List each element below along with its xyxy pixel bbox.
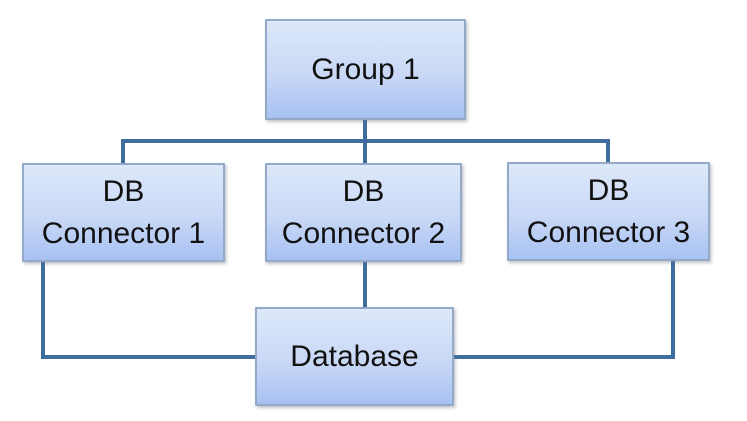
node-database-label: Database — [290, 339, 419, 373]
node-db-connector-2-label-line2: Connector 2 — [281, 216, 446, 250]
connector-line-connector1-database-horizontal — [41, 355, 255, 359]
node-db-connector-3: DB Connector 3 — [507, 162, 710, 261]
connector-line-connector3-database-horizontal — [454, 355, 675, 359]
node-group-1: Group 1 — [265, 19, 466, 120]
connector-line-drop-to-connector3 — [606, 139, 610, 164]
connector-line-connector3-database-vertical — [671, 261, 675, 359]
node-db-connector-1-label-line2: Connector 1 — [41, 216, 206, 250]
node-group-1-label: Group 1 — [311, 52, 420, 86]
connector-line-group1-stem — [363, 120, 367, 143]
connector-line-connector1-database-vertical — [41, 262, 45, 359]
node-db-connector-3-label-line1: DB — [587, 173, 630, 207]
node-db-connector-3-label-line2: Connector 3 — [526, 215, 691, 249]
node-database: Database — [255, 307, 454, 406]
node-db-connector-1: DB Connector 1 — [22, 163, 225, 262]
node-db-connector-2: DB Connector 2 — [265, 163, 462, 262]
connector-line-connector2-database — [363, 260, 367, 309]
connector-line-drop-to-connector2 — [363, 139, 367, 165]
connector-line-drop-to-connector1 — [121, 139, 125, 165]
node-db-connector-1-label-line1: DB — [102, 174, 145, 208]
node-db-connector-2-label-line1: DB — [342, 174, 385, 208]
